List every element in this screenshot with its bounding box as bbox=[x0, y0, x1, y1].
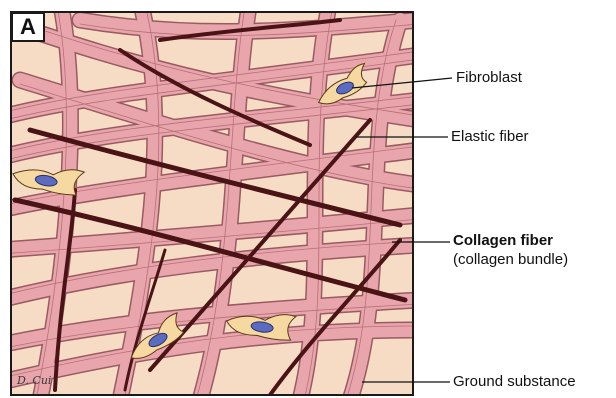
label-fibroblast: Fibroblast bbox=[456, 69, 522, 87]
panel-letter: A bbox=[11, 12, 45, 42]
label-collagen-bundle: (collagen bundle) bbox=[453, 251, 568, 269]
label-collagen-fiber: Collagen fiber bbox=[453, 232, 553, 250]
artist-signature: D. Cui bbox=[17, 374, 51, 387]
label-elastic-fiber: Elastic fiber bbox=[451, 128, 529, 146]
label-ground-substance: Ground substance bbox=[453, 373, 576, 391]
